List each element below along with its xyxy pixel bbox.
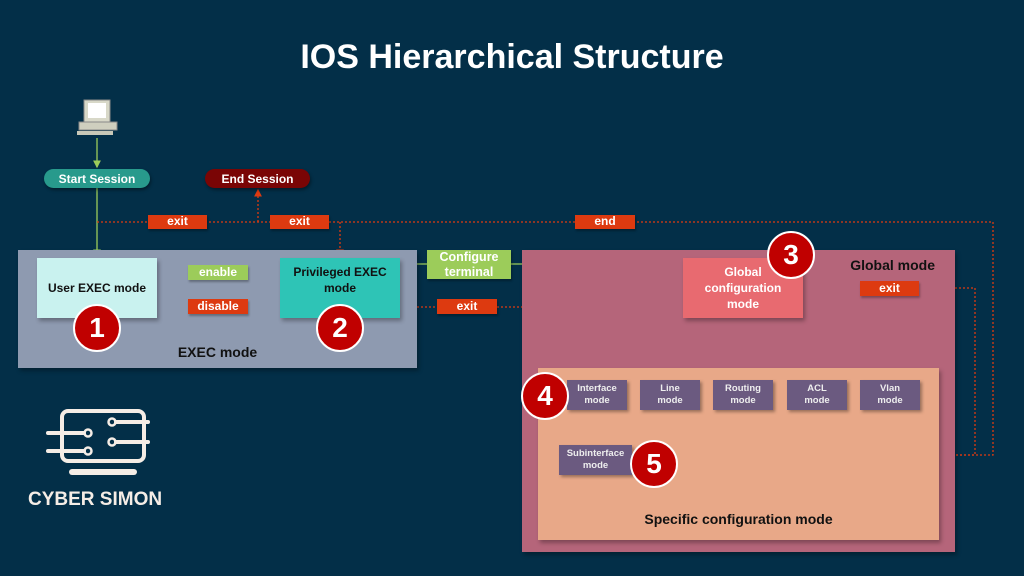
interface-mode-box: Interface mode [567, 380, 627, 410]
disable-label: disable [188, 299, 248, 314]
computer-icon [76, 98, 120, 138]
exit-label: exit [148, 214, 207, 229]
end-label: end [575, 214, 635, 229]
exit-label: exit [270, 214, 329, 229]
enable-label: enable [188, 265, 248, 280]
step-number-3: 3 [767, 231, 815, 279]
step-number-2: 2 [316, 304, 364, 352]
exit-label: exit [860, 281, 919, 296]
exec-mode-label: EXEC mode [177, 344, 258, 360]
brand-name: CYBER SIMON [28, 489, 163, 510]
step-number-4: 4 [521, 372, 569, 420]
end-session-pill: End Session [205, 169, 310, 188]
exit-label: exit [437, 299, 497, 314]
global-mode-label: Global mode [850, 257, 935, 273]
routing-mode-box: Routing mode [713, 380, 773, 410]
configure-terminal-label: Configure terminal [427, 250, 511, 279]
step-number-5: 5 [630, 440, 678, 488]
specific-mode-label: Specific configuration mode [644, 511, 833, 527]
start-session-pill: Start Session [44, 169, 150, 188]
step-number-1: 1 [73, 304, 121, 352]
subinterface-mode-box: Subinterface mode [559, 445, 632, 475]
vlan-mode-box: Vlan mode [860, 380, 920, 410]
acl-mode-box: ACL mode [787, 380, 847, 410]
line-mode-box: Line mode [640, 380, 700, 410]
page-title: IOS Hierarchical Structure [300, 38, 724, 76]
cyber-simon-logo-icon [46, 408, 150, 478]
